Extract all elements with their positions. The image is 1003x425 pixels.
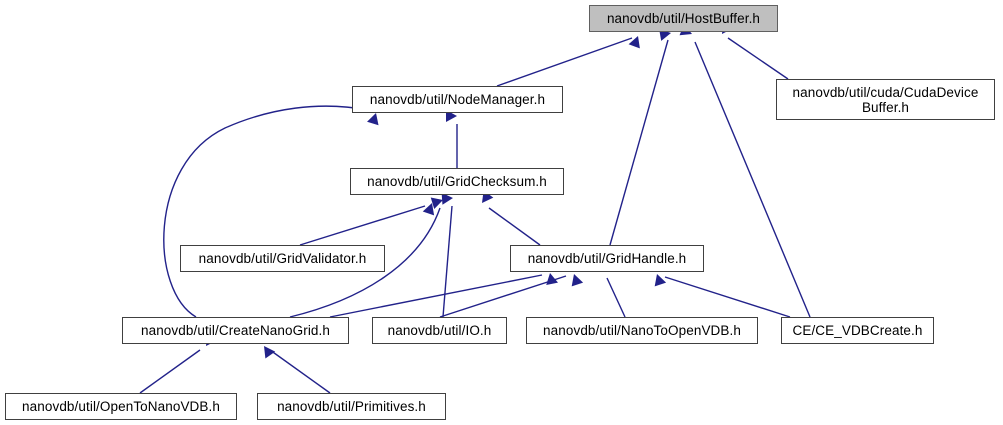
graph-node-label: nanovdb/util/CreateNanoGrid.h: [140, 323, 330, 338]
graph-node-label: nanovdb/util/NodeManager.h: [369, 92, 546, 107]
graph-arrowhead-primitives-to-createnanogrid: [264, 346, 276, 359]
graph-edge-nanotoopenvdb-to-gridhandle: [606, 277, 626, 318]
graph-arrowhead-gridvalidator-to-gridchecksum: [422, 203, 435, 216]
graph-node-label: CE/CE_VDBCreate.h: [792, 323, 923, 338]
graph-edge-io-to-gridhandle: [439, 275, 567, 318]
graph-node-gridchecksum[interactable]: nanovdb/util/GridChecksum.h: [350, 168, 564, 195]
graph-node-label: nanovdb/util/Primitives.h: [277, 399, 426, 414]
graph-node-label: nanovdb/util/HostBuffer.h: [606, 11, 761, 26]
graph-arrowhead-createnanogrid-to-gridchecksum: [430, 197, 443, 209]
graph-arrowhead-createnanogrid-to-nodemanager: [367, 113, 379, 126]
graph-node-primitives[interactable]: nanovdb/util/Primitives.h: [257, 393, 446, 420]
graph-edge-gridvalidator-to-gridchecksum: [299, 205, 426, 246]
graph-node-label: nanovdb/util/IO.h: [387, 323, 492, 338]
graph-arrowhead-io-to-gridhandle: [571, 274, 584, 287]
graph-node-io[interactable]: nanovdb/util/IO.h: [372, 317, 507, 344]
graph-edge-opentonanovdb-to-createnanogrid: [139, 349, 201, 394]
graph-node-nanotoopenvdb[interactable]: nanovdb/util/NanoToOpenVDB.h: [526, 317, 758, 344]
graph-node-label: nanovdb/util/GridValidator.h: [198, 251, 367, 266]
graph-node-label: nanovdb/util/GridChecksum.h: [367, 174, 547, 189]
graph-edge-primitives-to-createnanogrid: [269, 349, 331, 394]
graph-edge-gridhandle-to-gridchecksum: [488, 207, 541, 246]
graph-node-opentonanovdb[interactable]: nanovdb/util/OpenToNanoVDB.h: [5, 393, 237, 420]
graph-arrowhead-io-to-gridchecksum: [441, 192, 453, 205]
graph-edge-createnanogrid-to-nodemanager: [163, 105, 369, 318]
graph-edge-gridhandle-to-hostbuffer: [609, 39, 669, 246]
graph-node-hostbuffer[interactable]: nanovdb/util/HostBuffer.h: [589, 5, 778, 32]
graph-node-cudadevicebuffer[interactable]: nanovdb/util/cuda/CudaDevice Buffer.h: [776, 79, 995, 120]
graph-arrowhead-nodemanager-to-hostbuffer: [628, 36, 640, 49]
graph-edge-nodemanager-to-hostbuffer: [496, 37, 633, 87]
graph-edge-createnanogrid-to-gridchecksum: [289, 207, 441, 318]
graph-edge-ce_vdbcreate-to-gridhandle: [664, 276, 791, 318]
graph-node-ce_vdbcreate[interactable]: CE/CE_VDBCreate.h: [781, 317, 934, 344]
graph-arrowhead-ce_vdbcreate-to-gridhandle: [654, 274, 667, 287]
graph-node-label: nanovdb/util/GridHandle.h: [527, 251, 687, 266]
graph-node-createnanogrid[interactable]: nanovdb/util/CreateNanoGrid.h: [122, 317, 349, 344]
graph-arrowhead-gridchecksum-to-nodemanager: [446, 110, 457, 122]
graph-edge-cudadevicebuffer-to-hostbuffer: [727, 37, 789, 80]
graph-node-label: nanovdb/util/cuda/CudaDevice Buffer.h: [792, 84, 979, 115]
graph-edge-ce_vdbcreate-to-hostbuffer: [694, 41, 811, 318]
graph-node-nodemanager[interactable]: nanovdb/util/NodeManager.h: [352, 86, 563, 113]
graph-edge-createnanogrid-to-gridhandle: [329, 274, 543, 318]
graph-node-gridvalidator[interactable]: nanovdb/util/GridValidator.h: [180, 245, 385, 272]
graph-edge-io-to-gridchecksum: [442, 205, 453, 318]
graph-node-label: nanovdb/util/NanoToOpenVDB.h: [543, 323, 741, 338]
graph-node-gridhandle[interactable]: nanovdb/util/GridHandle.h: [510, 245, 704, 272]
graph-node-label: nanovdb/util/OpenToNanoVDB.h: [22, 399, 220, 414]
